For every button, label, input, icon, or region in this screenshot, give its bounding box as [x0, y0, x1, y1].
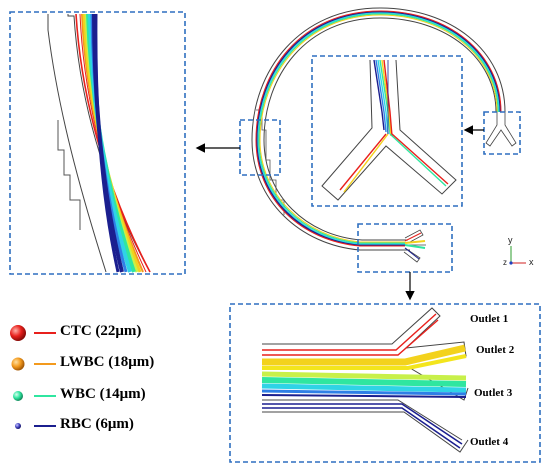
- axis-x-label: x: [529, 257, 534, 267]
- red-sphere-icon: [10, 325, 26, 341]
- axis-z-label: z: [503, 258, 507, 267]
- zoom-box-left-large: [9, 11, 186, 275]
- legend: [10, 325, 56, 429]
- left-zoom-detail: [47, 13, 151, 273]
- legend-label-wbc: WBC (14μm): [60, 386, 146, 402]
- zoom-box-outlet-large: [229, 303, 541, 463]
- outlet-zoom-detail: [261, 307, 469, 453]
- outlet-1-label: Outlet 1: [470, 313, 509, 325]
- legend-label-rbc: RBC (6μm): [60, 416, 134, 432]
- zoom-box-outlet-small: [357, 223, 453, 273]
- legend-label-lwbc: LWBC (18μm): [60, 354, 155, 370]
- axis-indicator: [509, 246, 526, 265]
- spiral-outer-wall: [251, 7, 506, 251]
- spiral-inner-wall: [263, 17, 497, 241]
- outlet-2-label: Outlet 2: [476, 344, 515, 356]
- outlet-3-label: Outlet 3: [474, 387, 513, 399]
- spiral-channel: [251, 7, 517, 263]
- zoom-box-inlet-large: [311, 55, 463, 207]
- inlet-junction: [485, 112, 517, 147]
- axis-y-label: y: [508, 235, 513, 245]
- inlet-zoom-detail: [321, 59, 457, 201]
- blue-sphere-icon: [15, 423, 21, 429]
- zoom-box-inlet-small: [483, 111, 521, 155]
- legend-label-ctc: CTC (22μm): [60, 323, 142, 339]
- outlet-4-label: Outlet 4: [470, 436, 509, 448]
- orange-sphere-icon: [11, 357, 25, 371]
- green-sphere-icon: [13, 391, 23, 401]
